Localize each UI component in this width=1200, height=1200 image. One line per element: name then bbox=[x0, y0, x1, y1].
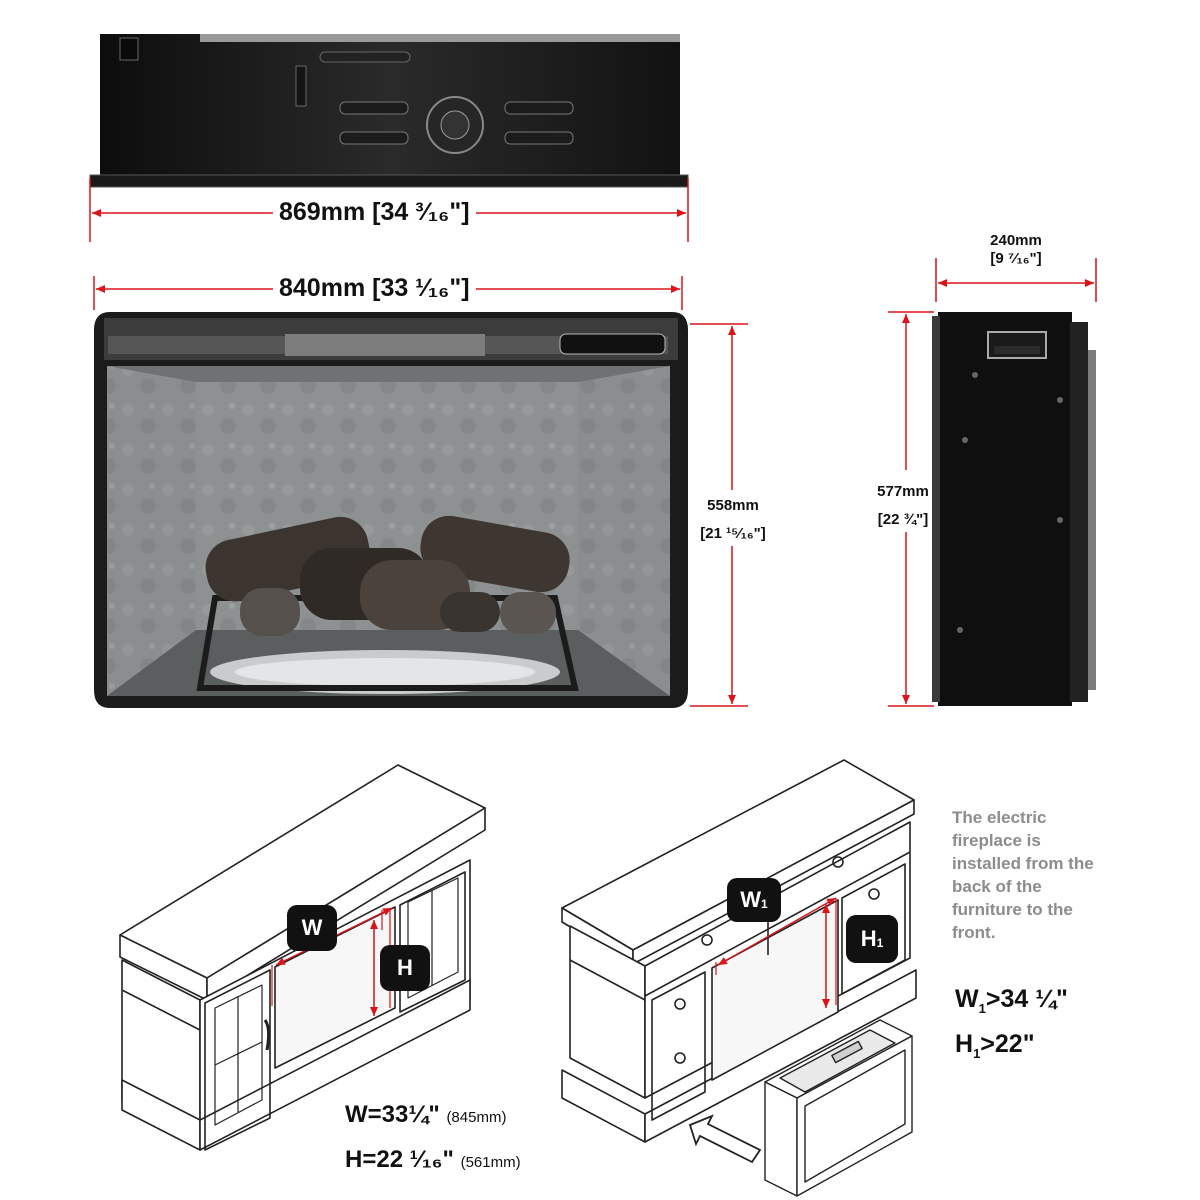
front-height-dimension bbox=[690, 323, 748, 707]
front-width-mm: 840mm bbox=[279, 274, 366, 302]
front-view bbox=[94, 312, 688, 708]
requirement-width: W1>34 ¼" bbox=[955, 985, 1068, 1016]
side-height-mm: 577mm bbox=[877, 483, 929, 500]
top-view bbox=[89, 34, 689, 188]
fireplace-insert-drawing bbox=[764, 1019, 913, 1197]
cutout-height-badge: H bbox=[380, 945, 430, 991]
side-view bbox=[932, 312, 1096, 706]
front-height-inch: [21 ¹⁵⁄₁₆"] bbox=[700, 525, 766, 542]
insert-arrow bbox=[688, 1114, 762, 1164]
front-width-inch: [33 ¹⁄₁₆"] bbox=[372, 274, 470, 302]
log-set bbox=[205, 515, 570, 636]
front-height-label: 558mm [21 ¹⁵⁄₁₆"] bbox=[690, 492, 776, 548]
front-height-mm: 558mm bbox=[707, 497, 759, 514]
front-width-label: 840mm [33 ¹⁄₁₆"] bbox=[273, 274, 476, 303]
install-width-line bbox=[715, 897, 837, 975]
side-height-dimension bbox=[888, 311, 934, 707]
requirement-height: H1>22" bbox=[955, 1030, 1035, 1061]
install-height-line bbox=[822, 898, 837, 1008]
cutout-width-badge: W bbox=[287, 905, 337, 951]
cutout-height-mm: (561mm) bbox=[460, 1154, 521, 1171]
tv-stand-cutout-drawing bbox=[119, 764, 486, 1151]
side-depth-label: 240mm [9 ⁷⁄₁₆"] bbox=[966, 232, 1066, 268]
side-depth-inch: [9 ⁷⁄₁₆"] bbox=[990, 250, 1042, 267]
cutout-width-spec: W=33¼" (845mm) bbox=[345, 1101, 506, 1129]
side-depth-mm: 240mm bbox=[990, 232, 1042, 249]
cutout-height-spec: H=22 ¹⁄₁₆" (561mm) bbox=[345, 1146, 521, 1174]
cutout-width-mm: (845mm) bbox=[446, 1109, 507, 1126]
top-width-inch: [34 ³⁄₁₆"] bbox=[372, 198, 470, 226]
side-depth-dimension bbox=[935, 258, 1097, 302]
top-width-label: 869mm [34 ³⁄₁₆"] bbox=[273, 198, 476, 227]
install-note: The electric fireplace is installed from… bbox=[952, 808, 1094, 942]
top-width-mm: 869mm bbox=[279, 198, 366, 226]
cutout-height-inch: H=22 ¹⁄₁₆" bbox=[345, 1146, 454, 1173]
side-height-label: 577mm [22 ¾"] bbox=[862, 478, 944, 534]
cutout-width-inch: W=33¼" bbox=[345, 1101, 440, 1128]
side-height-inch: [22 ¾"] bbox=[877, 511, 929, 528]
